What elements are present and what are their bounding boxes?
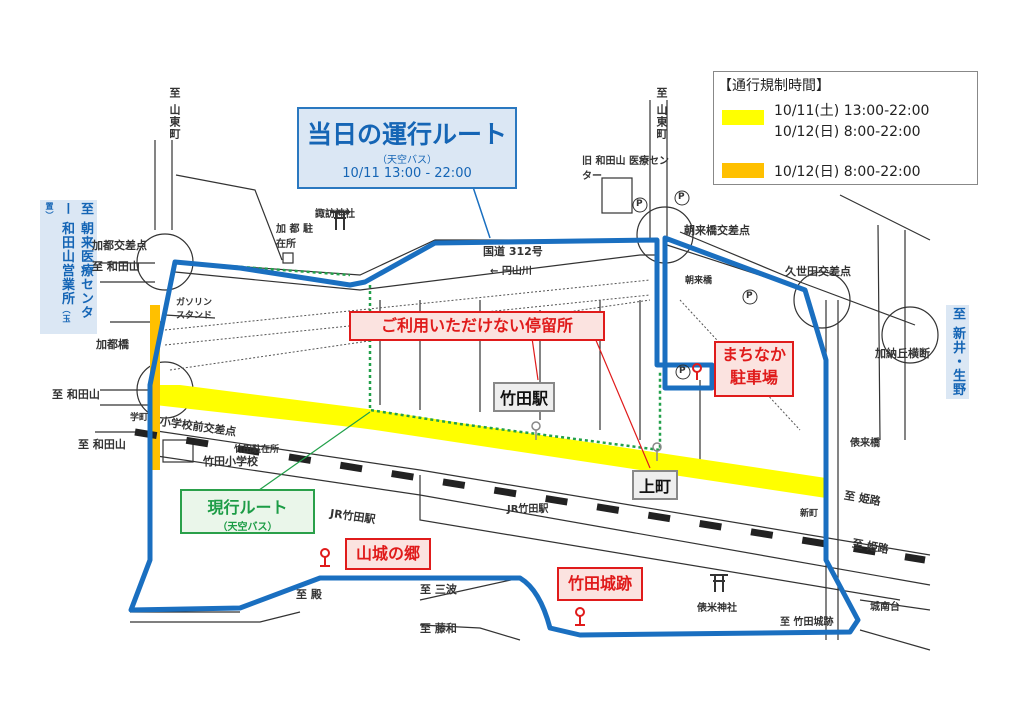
- legend-item-1-line-1: 10/11(土) 13:00-22:00: [774, 103, 930, 119]
- current-route-label: 現行ルート （天空バス）: [180, 489, 315, 534]
- direction-arai-ikuno: 至 新井・生野: [946, 305, 969, 399]
- label-asago-bridge-intersection: 朝来橋交差点: [684, 224, 750, 237]
- current-route-title: 現行ルート: [207, 498, 288, 517]
- label-takeda-school: 竹田小学校: [203, 455, 258, 468]
- label-kato-intersection: 加都交差点: [92, 239, 147, 252]
- stop-castle-ruins: 竹田城跡: [557, 567, 643, 601]
- title-pointer: [472, 186, 491, 239]
- direction-wadayama-1: 至 和田山: [92, 260, 140, 273]
- direction-fujiwa: 至 藤和: [420, 622, 457, 635]
- label-suwa-shrine: 諏訪神社: [315, 209, 355, 220]
- label-kanouoka: 加納丘横断: [875, 347, 930, 360]
- closed-stops-label: ご利用いただけない停留所: [349, 311, 605, 341]
- stop-takeda-station: 竹田駅: [493, 382, 556, 412]
- closed-stop-icons: [531, 421, 662, 461]
- machinaka-line-2: 駐車場: [729, 368, 778, 387]
- route-title-box: 当日の運行ルート （天空バス） 10/11 13:00 - 22:00: [297, 107, 517, 189]
- legend-item-1-line-2: 10/12(日) 8:00-22:00: [774, 124, 921, 140]
- legend: 【通行規制時間】 10/11(土) 13:00-22:00 10/12(日) 8…: [713, 71, 978, 185]
- legend-swatch-yellow: [722, 110, 764, 125]
- direction-tono: 至 殿: [296, 588, 322, 601]
- label-national-road: 国道 312号: [483, 245, 543, 258]
- label-takeda-police: 竹田駐在所: [234, 445, 280, 455]
- shrine-icons: [330, 211, 728, 592]
- label-kato-police: 加 都 駐在所: [276, 224, 313, 250]
- direction-wadayama-3: 至 和田山: [78, 438, 126, 451]
- current-route-pointer: [244, 411, 371, 501]
- closed-stop-pointers: [531, 337, 651, 469]
- machinaka-line-1: まちなか: [721, 345, 786, 364]
- legend-item-2-line-1: 10/12(日) 8:00-22:00: [774, 164, 921, 180]
- label-gakucho: 学町: [130, 413, 149, 423]
- bus-stop-icons: [320, 363, 702, 626]
- label-jonandai: 城南台: [870, 602, 900, 613]
- current-route-line: [174, 260, 662, 452]
- direction-santo-left: 至 山東町: [168, 87, 181, 140]
- parking-icon: P: [679, 366, 686, 376]
- parking-icon: P: [746, 291, 753, 301]
- label-maruyama-river: ← 円山川: [490, 266, 532, 277]
- route-subtitle: （天空バス）: [377, 155, 437, 166]
- direction-castle-ruins: 至 竹田城跡: [780, 617, 834, 628]
- machinaka-parking-label: まちなか 駐車場: [714, 341, 794, 397]
- direction-santo-right: 至 山東町: [655, 87, 668, 140]
- route-title: 当日の運行ルート: [306, 120, 507, 149]
- label-tawara-shrine: 俵米神社: [697, 603, 737, 614]
- restriction-zone-orange: [150, 305, 160, 470]
- parking-icons: [632, 190, 758, 380]
- label-old-medical-center: 旧 和田山 医療センター: [582, 156, 669, 182]
- stop-yamashiro: 山城の郷: [345, 538, 431, 570]
- operating-route-line: [128, 235, 861, 638]
- restriction-zone-yellow: [150, 385, 826, 498]
- label-asago-bridge: 朝来橋: [685, 276, 713, 286]
- label-tawara-bridge: 俵来橋: [850, 438, 880, 449]
- current-route-subtitle: （天空バス）: [217, 522, 278, 533]
- label-jr-station: JR竹田駅: [507, 504, 549, 515]
- parking-icon: P: [678, 192, 685, 202]
- direction-asago-medical: 至 朝来医療センター 和田山営業所（玉置）: [40, 200, 97, 334]
- route-time: 10/11 13:00 - 22:00: [342, 166, 472, 181]
- parking-icon: P: [636, 199, 643, 209]
- legend-swatch-orange: [722, 163, 764, 178]
- direction-sanba: 至 三波: [420, 583, 457, 596]
- label-shinmachi: 新町: [800, 509, 819, 519]
- legend-heading: 【通行規制時間】: [718, 78, 830, 94]
- label-kuseda-intersection: 久世田交差点: [785, 265, 851, 278]
- label-kato-bridge: 加都橋: [96, 338, 129, 351]
- label-gas-station: ガソリン スタンド: [176, 298, 213, 321]
- stop-uemachi: 上町: [632, 470, 679, 500]
- direction-wadayama-2: 至 和田山: [52, 388, 100, 401]
